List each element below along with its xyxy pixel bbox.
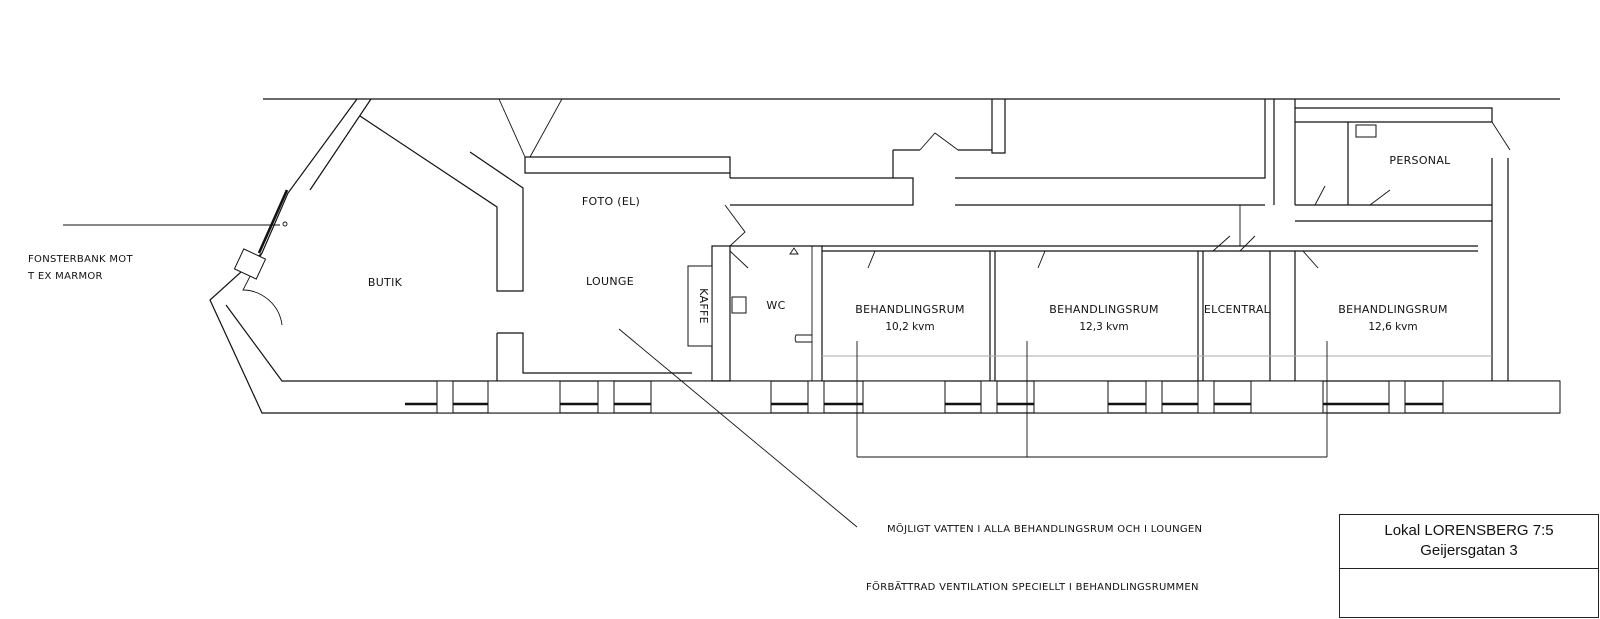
door-swings (242, 121, 1511, 326)
room-area-behandling2: 12,3 kvm (1079, 321, 1128, 333)
room-label-behandling2: BEHANDLINGSRUM (1049, 303, 1158, 316)
note-vatten: MÖJLIGT VATTEN I ALLA BEHANDLINGSRUM OCH… (887, 522, 1202, 535)
room-label-foto: FOTO (EL) (582, 195, 640, 208)
title-block: Lokal LORENSBERG 7:5 Geijersgatan 3 (1339, 514, 1599, 618)
title-block-header: Lokal LORENSBERG 7:5 Geijersgatan 3 (1340, 515, 1598, 569)
room-label-butik: BUTIK (368, 276, 403, 289)
room-label-behandling3: BEHANDLINGSRUM (1338, 303, 1447, 316)
wc-fixtures (731, 124, 1377, 343)
exterior-walls (209, 98, 1560, 414)
interior-walls-middle (730, 99, 1509, 381)
room-label-behandling1: BEHANDLINGSRUM (855, 303, 964, 316)
title-line1: Lokal LORENSBERG 7:5 (1384, 522, 1554, 539)
annotations: FONSTERBANK MOT T EX MARMOR MÖJLIGT VATT… (27, 224, 1328, 593)
room-area-behandling1: 10,2 kvm (885, 321, 934, 333)
room-label-wc: WC (766, 299, 785, 312)
title-block-empty-row (1340, 569, 1598, 618)
room-label-kaffe: KAFFE (697, 288, 710, 324)
angled-window (233, 189, 289, 280)
title-line2: Geijersgatan 3 (1420, 542, 1518, 559)
note-fonsterbank-line2: T EX MARMOR (27, 271, 103, 282)
room-label-lounge: LOUNGE (586, 275, 634, 288)
vatten-leader (618, 328, 858, 528)
facade-windows (405, 380, 1561, 414)
room-label-personal: PERSONAL (1389, 154, 1451, 167)
room-label-elcentral: ELCENTRAL (1204, 303, 1271, 316)
room-labels: BUTIK FOTO (EL) LOUNGE KAFFE WC BEHANDLI… (368, 154, 1451, 333)
interior-walls-left (359, 98, 823, 382)
room-area-behandling3: 12,6 kvm (1368, 321, 1417, 333)
note-ventilation: FÖRBÄTTRAD VENTILATION SPECIELLT I BEHAN… (866, 580, 1199, 593)
note-fonsterbank-line1: FONSTERBANK MOT (28, 254, 133, 265)
